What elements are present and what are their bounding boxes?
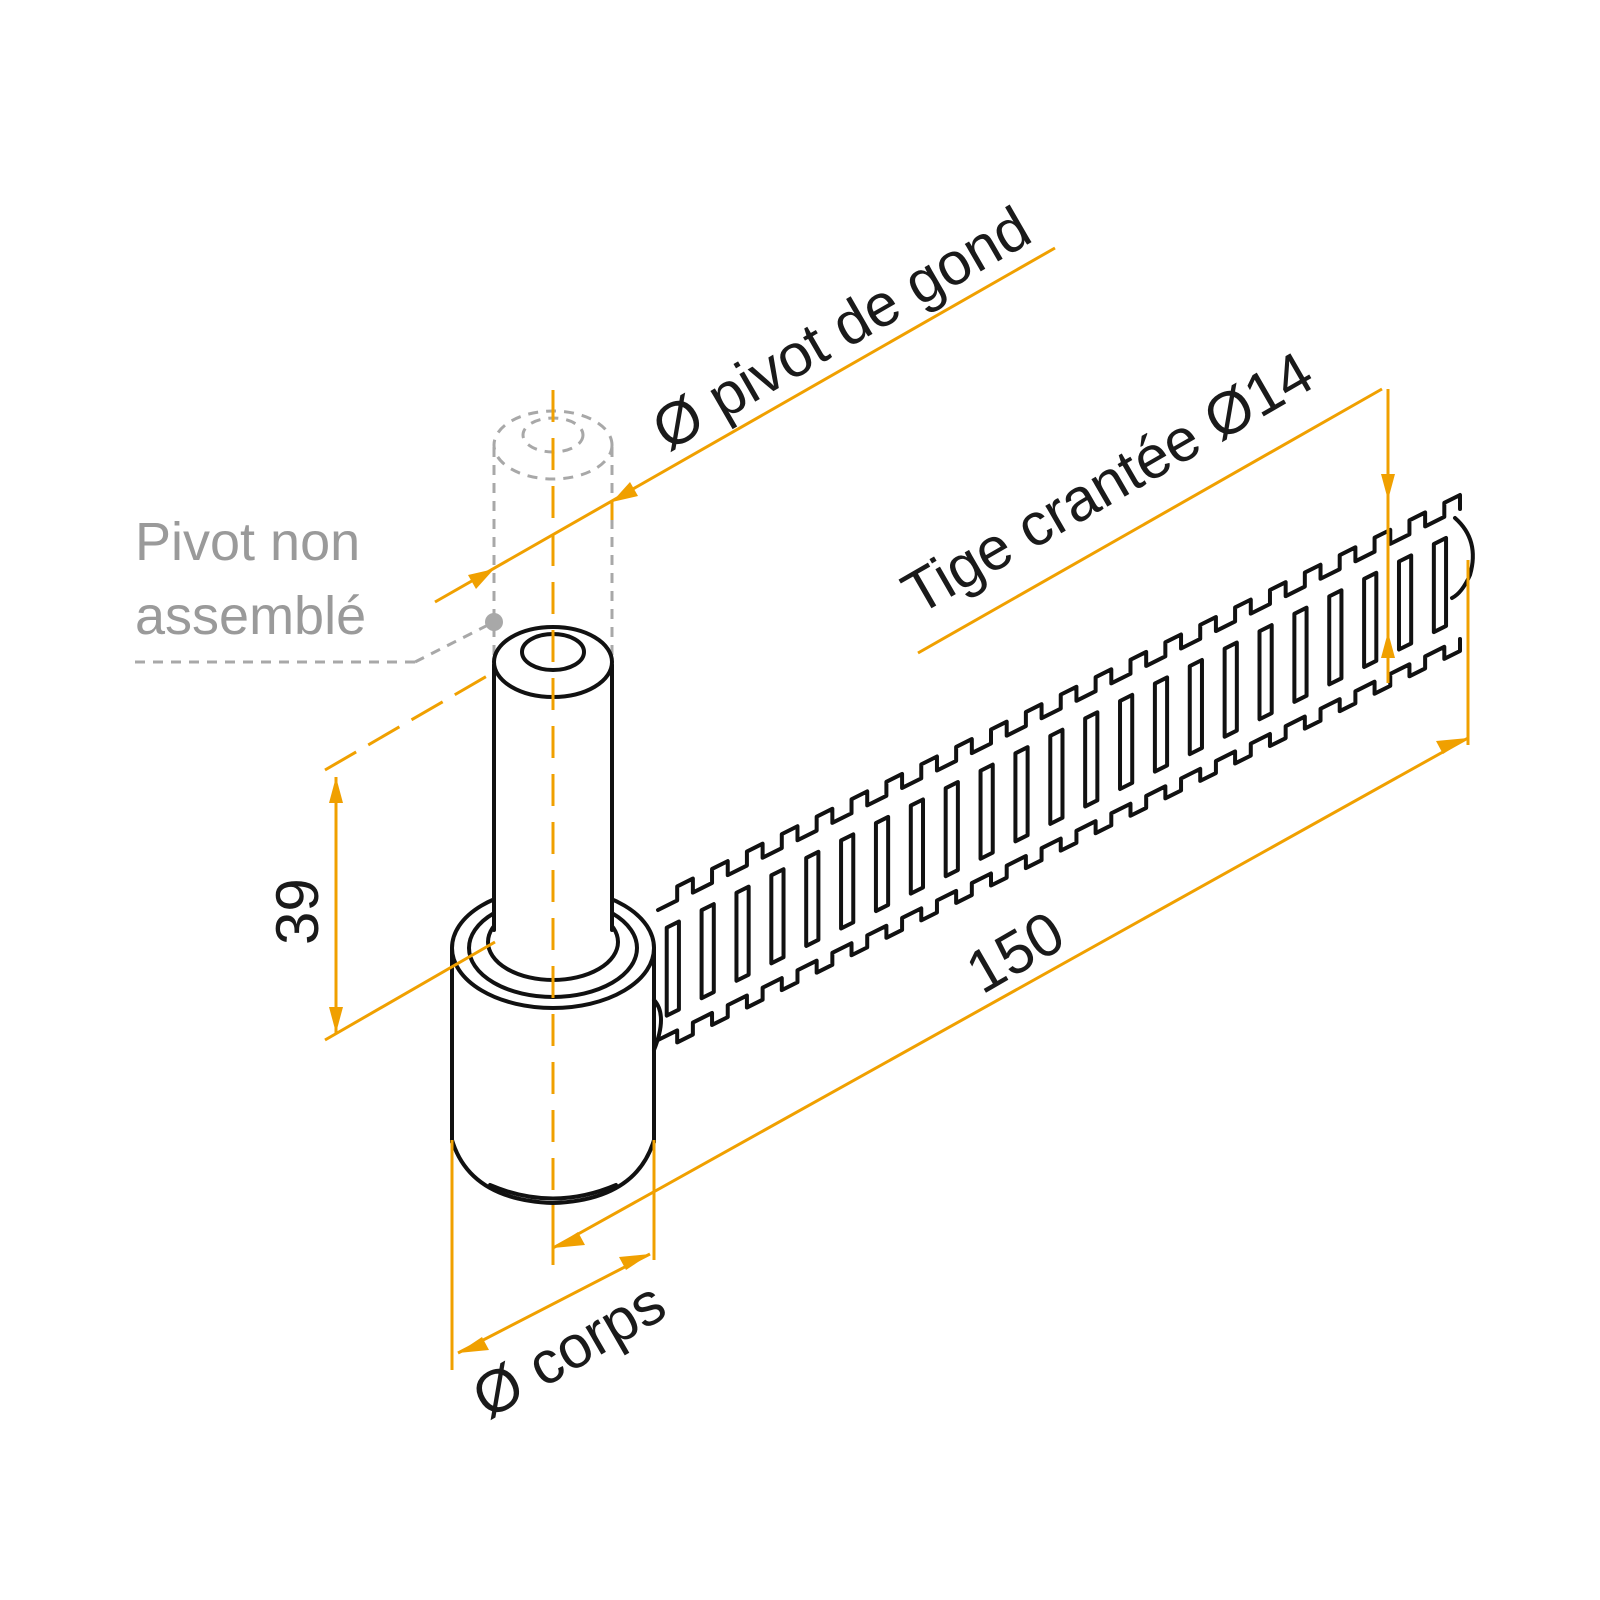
rod-slot xyxy=(1292,605,1309,704)
rod-slot xyxy=(978,762,995,861)
rod-slot xyxy=(1048,727,1065,826)
rod-slot xyxy=(1152,675,1170,774)
rod-slot xyxy=(943,780,960,879)
rod-top-edge xyxy=(656,493,1462,912)
rod-slot xyxy=(1013,745,1030,844)
threaded-rod xyxy=(656,493,1462,1045)
rod-slot xyxy=(1327,588,1344,687)
height-label: 39 xyxy=(264,878,331,945)
rod-slot xyxy=(839,832,856,931)
rod-slot xyxy=(1187,658,1204,757)
length-label: 150 xyxy=(955,898,1075,1006)
rod-slot xyxy=(1118,692,1135,791)
rod-slot xyxy=(1431,535,1449,635)
rod-slot xyxy=(1396,553,1414,652)
rod-slot xyxy=(804,849,821,948)
rod-slot xyxy=(908,797,926,896)
rod-slot xyxy=(664,919,681,1018)
height-dimension: 39 xyxy=(264,670,496,1042)
note-line-2: assemblé xyxy=(135,586,366,646)
rod-slot xyxy=(734,884,751,983)
rod-bottom-edge xyxy=(656,637,1462,1045)
note-line-1: Pivot non xyxy=(135,512,360,572)
pivot-diameter-label: Ø pivot de gond xyxy=(641,193,1041,463)
rod-end-cap xyxy=(1450,516,1475,600)
body-diameter-label: Ø corps xyxy=(461,1268,676,1431)
note-leader xyxy=(135,613,503,664)
rod-diameter-dimension: Tige crantée Ø14 xyxy=(891,339,1395,683)
rod-slot xyxy=(1362,570,1379,669)
rod-slot xyxy=(699,902,716,1001)
rod-slot xyxy=(1222,640,1239,739)
rod-slot xyxy=(873,814,891,914)
rod-slot xyxy=(769,867,786,966)
rod-label: Tige crantée Ø14 xyxy=(891,339,1324,628)
rod-slot xyxy=(1257,623,1274,722)
rod-slot xyxy=(1083,710,1100,809)
